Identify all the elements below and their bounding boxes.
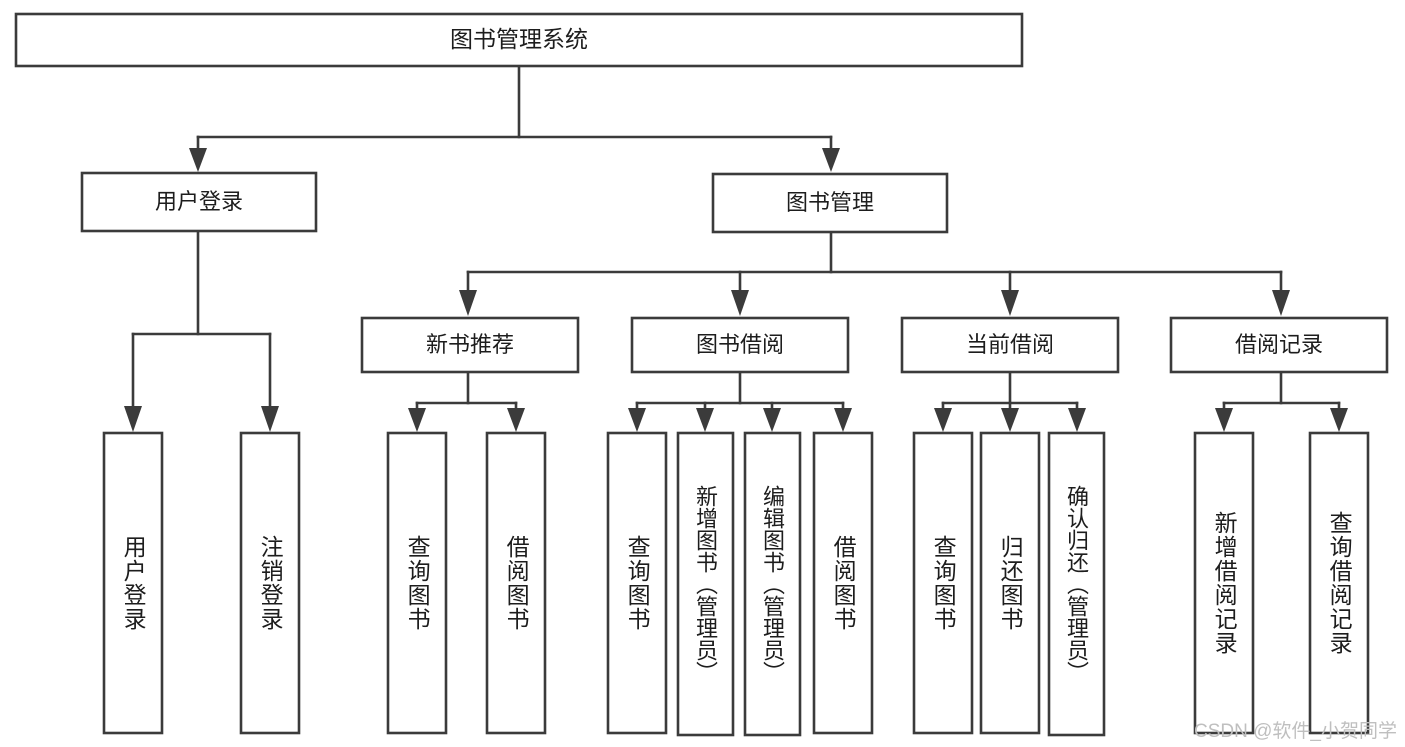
leaf-box-currentborrow-1[interactable] (979, 431, 1041, 735)
connector-currentborrow-to-leaves (934, 370, 1086, 432)
leaf-box-bookborrow-0[interactable] (606, 431, 668, 735)
arrow-head-icon (459, 290, 477, 316)
leaf-box-user-login-0[interactable] (102, 431, 164, 735)
node-new-book-recommend[interactable]: 新书推荐 (360, 316, 580, 374)
arrow-head-icon (261, 406, 279, 432)
arrow-head-icon (1001, 408, 1019, 432)
node-book-borrow[interactable]: 图书借阅 (630, 316, 850, 374)
arrow-head-icon (1068, 408, 1086, 432)
arrow-head-icon (763, 408, 781, 432)
arrow-head-icon (1272, 290, 1290, 316)
arrow-head-icon (1001, 290, 1019, 316)
leaf-box-bookborrow-1[interactable] (676, 431, 735, 737)
leaf-box-borrowrecord-0[interactable] (1193, 431, 1255, 735)
node-root-label: 图书管理系统 (450, 26, 588, 52)
node-new-book-recommend-label: 新书推荐 (426, 332, 514, 357)
arrow-head-icon (696, 408, 714, 432)
connector-root-to-level2 (189, 64, 840, 172)
arrow-head-icon (189, 148, 207, 172)
connector-newbook-to-leaves (408, 370, 525, 432)
node-current-borrow[interactable]: 当前借阅 (900, 316, 1120, 374)
arrow-head-icon (1215, 408, 1233, 432)
arrow-head-icon (1330, 408, 1348, 432)
node-user-login-label: 用户登录 (155, 189, 243, 214)
leaf-box-newbook-1[interactable] (485, 431, 547, 735)
leaf-box-bookborrow-2[interactable] (743, 431, 802, 737)
leaf-box-user-login-1[interactable] (239, 431, 301, 735)
arrow-head-icon (731, 290, 749, 316)
node-book-management-label: 图书管理 (786, 190, 874, 215)
leaf-box-bookborrow-3[interactable] (812, 431, 874, 735)
node-book-borrow-label: 图书借阅 (696, 332, 784, 357)
arrow-head-icon (408, 408, 426, 432)
leaf-box-newbook-0[interactable] (386, 431, 448, 735)
leaf-box-borrowrecord-1[interactable] (1308, 431, 1370, 735)
arrow-head-icon (507, 408, 525, 432)
node-current-borrow-label: 当前借阅 (966, 332, 1054, 357)
node-borrow-record[interactable]: 借阅记录 (1169, 316, 1389, 374)
connector-bookmgmt-to-level3 (459, 231, 1290, 316)
arrow-head-icon (124, 406, 142, 432)
node-book-management[interactable]: 图书管理 (711, 172, 949, 234)
connector-borrowrecord-to-leaves (1215, 370, 1348, 432)
leaf-box-currentborrow-0[interactable] (912, 431, 974, 735)
arrow-head-icon (934, 408, 952, 432)
connector-bookborrow-to-leaves (628, 370, 852, 432)
node-borrow-record-label: 借阅记录 (1235, 332, 1323, 357)
arrow-head-icon (822, 148, 840, 172)
arrow-head-icon (628, 408, 646, 432)
node-user-login[interactable]: 用户登录 (80, 171, 318, 233)
watermark: CSDN @软件_小贺同学 (1194, 721, 1397, 742)
node-root[interactable]: 图书管理系统 (14, 12, 1024, 68)
connector-userlogin-to-leaves (124, 230, 279, 432)
leaf-box-currentborrow-2[interactable] (1047, 431, 1106, 737)
arrow-head-icon (834, 408, 852, 432)
